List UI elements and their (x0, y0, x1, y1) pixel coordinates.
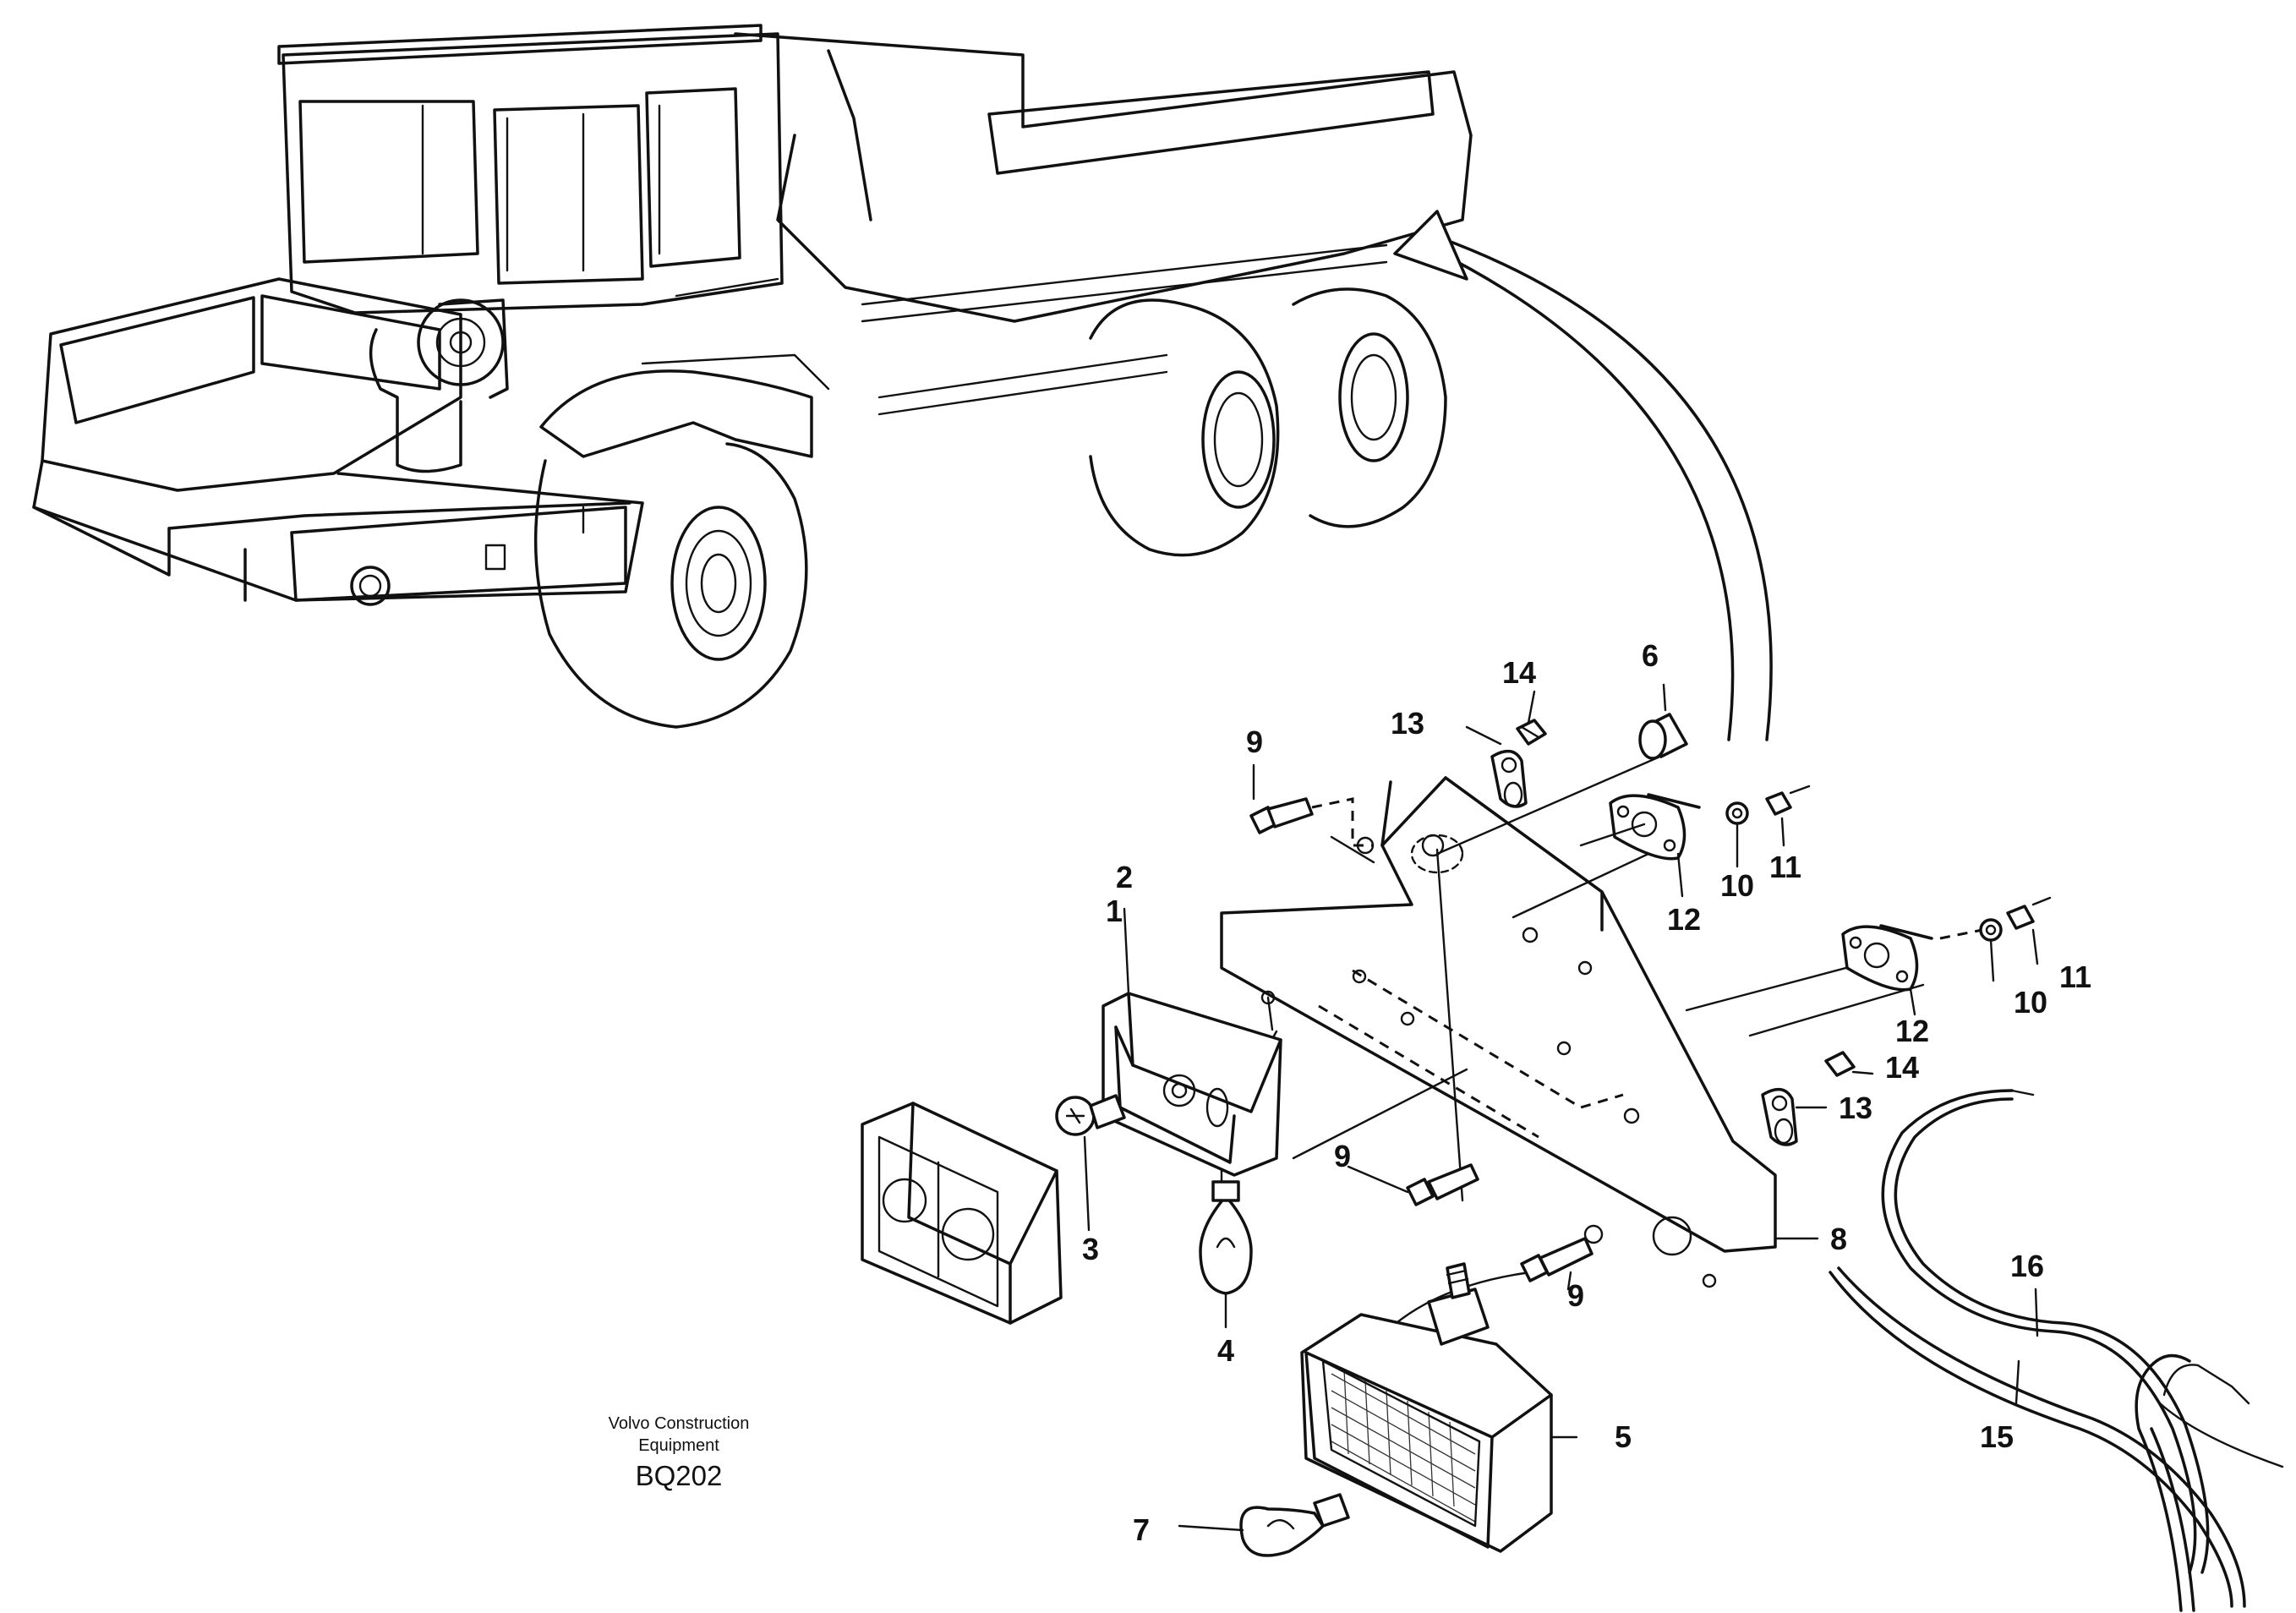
screw-top (1249, 797, 1374, 847)
rear-lamp-housing (1102, 992, 1282, 1177)
leader-lines (1083, 683, 2039, 1532)
callout-9a: 9 (1246, 724, 1263, 759)
mounting-bracket (1220, 776, 1777, 1288)
screw-middle (1406, 1163, 1479, 1206)
cable-clip-top (1490, 749, 1528, 808)
callout-12b: 12 (1895, 1014, 1929, 1048)
spacer (1638, 713, 1688, 760)
callout-7: 7 (1133, 1512, 1150, 1547)
rear-lamp-lens (861, 1102, 1063, 1325)
callout-15: 15 (1980, 1419, 2014, 1454)
cable-harness (1829, 1089, 2284, 1612)
callout-5: 5 (1615, 1419, 1632, 1454)
callout-10a: 10 (1720, 868, 1754, 903)
callout-14a: 14 (1502, 655, 1536, 690)
nut-top (1516, 719, 1547, 746)
washer-nut-upper (1725, 785, 1811, 825)
caption-code: BQ202 (636, 1460, 723, 1491)
work-lamp-bulb (1239, 1493, 1350, 1557)
callout-11b: 11 (2059, 960, 2091, 994)
caption-line-2: Equipment (638, 1436, 719, 1455)
washer-nut-lower (1939, 896, 2052, 942)
callout-3: 3 (1082, 1232, 1099, 1266)
callout-9c: 9 (1567, 1278, 1584, 1313)
callout-9b: 9 (1334, 1139, 1351, 1173)
callout-8: 8 (1830, 1222, 1847, 1256)
figure-caption: Volvo Construction Equipment BQ202 (609, 1414, 750, 1491)
small-bulb (1055, 1094, 1126, 1136)
articulated-hauler-illustration (32, 24, 1473, 729)
nut-lower (1824, 1051, 1856, 1077)
callout-13a: 13 (1391, 706, 1424, 741)
callout-2: 2 (1116, 860, 1133, 894)
callout-4: 4 (1217, 1333, 1234, 1368)
callout-10b: 10 (2014, 985, 2047, 1020)
callout-16: 16 (2010, 1249, 2044, 1283)
work-lamp (1300, 1262, 1553, 1553)
location-arrow (1393, 210, 1773, 741)
callout-6: 6 (1642, 638, 1659, 673)
callout-12a: 12 (1667, 902, 1701, 937)
callout-1: 1 (1106, 894, 1123, 928)
callout-14b: 14 (1885, 1050, 1919, 1085)
brake-light-bulb (1199, 1180, 1253, 1295)
callout-labels: 1 2 3 4 5 6 7 8 9 9 9 10 10 11 11 12 12 … (1082, 638, 2091, 1547)
screw-lower (1520, 1237, 1594, 1282)
flange-lower (1841, 924, 1933, 992)
cable-clip-lower (1761, 1087, 1798, 1146)
flange-upper (1579, 793, 1701, 861)
callout-11a: 11 (1769, 850, 1801, 884)
caption-line-1: Volvo Construction (609, 1414, 750, 1433)
callout-13b: 13 (1839, 1091, 1872, 1125)
